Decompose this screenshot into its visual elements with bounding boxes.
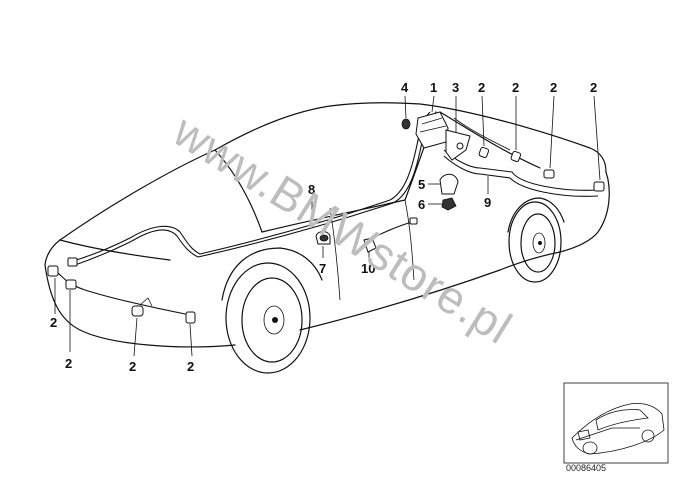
sensor-top-b bbox=[510, 150, 522, 163]
callout-5: 5 bbox=[418, 177, 425, 192]
sensor-front-b bbox=[65, 279, 77, 290]
document-number: 00086405 bbox=[566, 463, 606, 473]
leader-lines bbox=[54, 95, 601, 357]
sensor-top-c bbox=[543, 169, 555, 179]
front-wheel bbox=[221, 247, 323, 374]
sensor-top-a bbox=[478, 146, 490, 159]
sensor-front-d bbox=[185, 311, 196, 324]
rear-wheel bbox=[507, 197, 565, 283]
callout-7: 7 bbox=[319, 261, 326, 276]
sensor-front-a bbox=[47, 265, 59, 277]
callout-2-top-d: 2 bbox=[590, 80, 597, 95]
grommet-part-4 bbox=[401, 118, 411, 130]
part-7 bbox=[315, 231, 331, 245]
callout-8: 8 bbox=[308, 182, 315, 197]
sensor-top-d bbox=[593, 181, 605, 192]
callout-10: 10 bbox=[361, 261, 375, 276]
callout-1-top: 1 bbox=[430, 80, 437, 95]
thumbnail-car-overview: 00086405 bbox=[563, 382, 669, 473]
callout-2-top-b: 2 bbox=[512, 80, 519, 95]
callout-9: 9 bbox=[484, 195, 491, 210]
wiring-harness bbox=[54, 111, 601, 316]
gong-part-5 bbox=[439, 173, 459, 195]
callout-2-top-a: 2 bbox=[478, 80, 485, 95]
callout-2-bot-a: 2 bbox=[129, 359, 136, 374]
part-10 bbox=[363, 217, 418, 253]
bracket-part-3 bbox=[445, 129, 471, 161]
callout-2-left-a: 2 bbox=[50, 315, 57, 330]
sensor-front-c bbox=[131, 305, 144, 317]
callout-labels: 4 1 3 2 2 2 2 5 6 9 8 7 10 2 2 2 2 bbox=[50, 80, 597, 374]
callout-2-bot-b: 2 bbox=[187, 359, 194, 374]
callout-6: 6 bbox=[418, 197, 425, 212]
callout-4-top: 4 bbox=[401, 80, 409, 95]
control-unit-part-1 bbox=[415, 111, 449, 149]
callout-2-top-c: 2 bbox=[550, 80, 557, 95]
callout-2-left-b: 2 bbox=[65, 356, 72, 371]
nut-part-6 bbox=[441, 197, 457, 211]
callout-3-top: 3 bbox=[452, 80, 459, 95]
connector-front bbox=[67, 257, 78, 267]
